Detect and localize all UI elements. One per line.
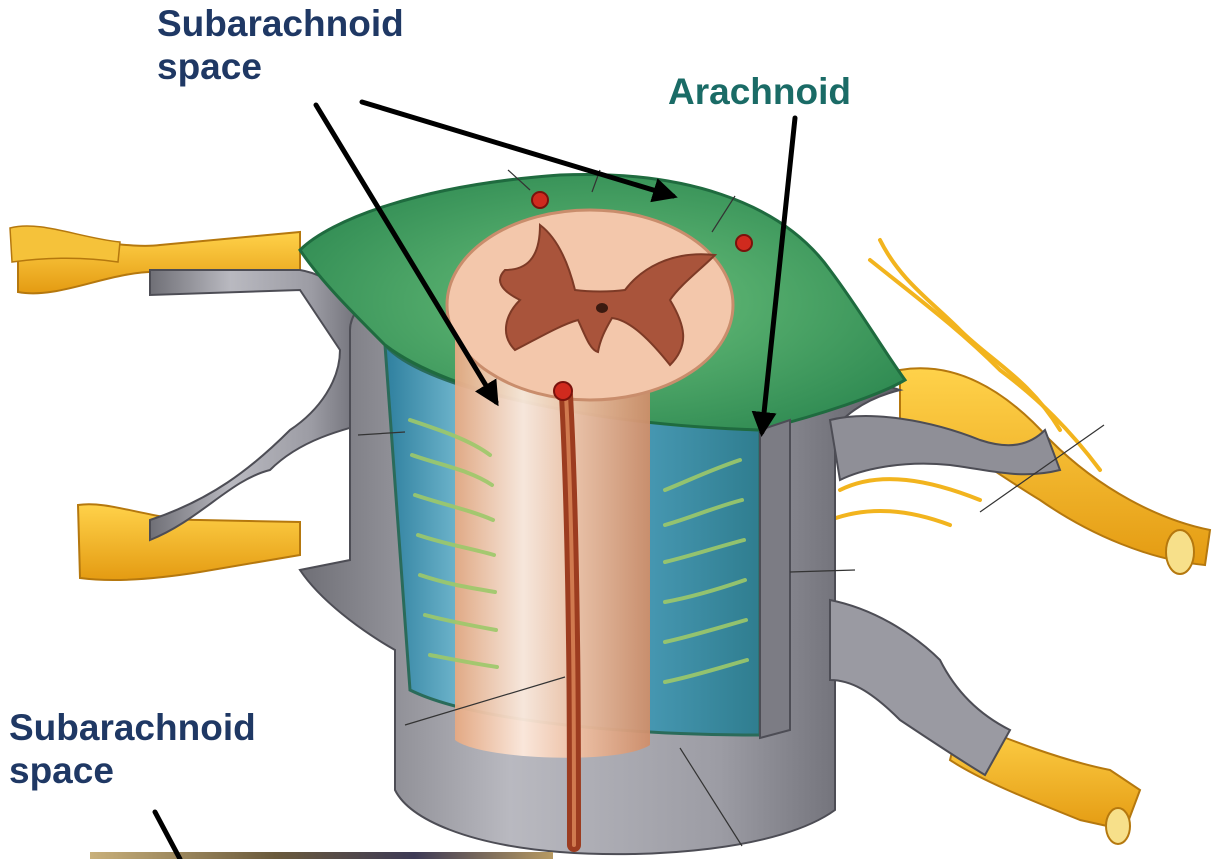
dura-left-sleeve xyxy=(150,270,380,540)
label-line: Subarachnoid xyxy=(9,706,256,749)
label-line: space xyxy=(9,749,256,792)
central-canal xyxy=(596,303,608,313)
vessel-dot xyxy=(736,235,752,251)
dural-edge-right xyxy=(760,420,790,738)
vessel-dot xyxy=(532,192,548,208)
label-line: space xyxy=(157,45,404,88)
label-arachnoid: Arachnoid xyxy=(668,70,851,113)
histology-photo-inset xyxy=(90,852,553,859)
label-line: Arachnoid xyxy=(668,70,851,113)
arrow-subarachnoid-bottom xyxy=(155,812,180,859)
nerve-right-lower-cut-end xyxy=(1106,808,1130,844)
label-subarachnoid-space-bottom: Subarachnoid space xyxy=(9,706,256,792)
nerve-upper-left-tip xyxy=(10,226,120,262)
label-subarachnoid-space-top: Subarachnoid space xyxy=(157,2,404,88)
label-line: Subarachnoid xyxy=(157,2,404,45)
vessel-dot xyxy=(554,382,572,400)
dura-right-lower-sleeve xyxy=(830,600,1010,775)
nerve-right-cut-end xyxy=(1166,530,1194,574)
